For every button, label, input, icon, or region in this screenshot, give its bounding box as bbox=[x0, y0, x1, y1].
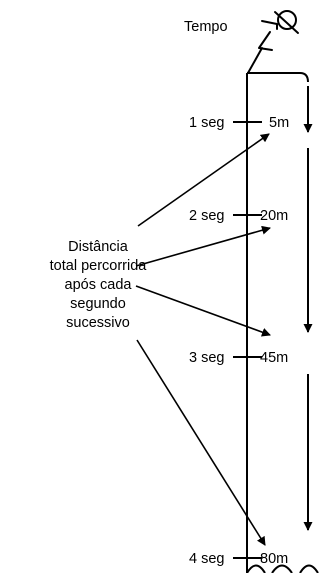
distance-label-3: 45m bbox=[260, 350, 288, 366]
annotation-line-4: segundo bbox=[70, 296, 126, 312]
time-label-1: 1 seg bbox=[189, 115, 224, 131]
annotation-line-2: total percorrida bbox=[50, 258, 148, 274]
distance-label-1: 5m bbox=[269, 115, 289, 131]
cliff-outline bbox=[246, 72, 309, 573]
time-label-3: 3 seg bbox=[189, 350, 224, 366]
distance-label-4: 80m bbox=[260, 551, 288, 567]
distance-label-2: 20m bbox=[260, 208, 288, 224]
annotation-line-5: sucessivo bbox=[66, 315, 130, 331]
pointer-arrow-3 bbox=[135, 285, 271, 337]
annotation-text: Distância total percorrida após cada seg… bbox=[50, 239, 148, 331]
title-label: Tempo bbox=[184, 19, 228, 35]
pointer-arrow-4 bbox=[136, 339, 266, 546]
annotation-line-3: após cada bbox=[65, 277, 133, 293]
time-label-2: 2 seg bbox=[189, 208, 224, 224]
annotation-line-1: Distância bbox=[68, 239, 129, 255]
water-waves-icon bbox=[246, 564, 319, 573]
time-label-4: 4 seg bbox=[189, 551, 224, 567]
diver-icon bbox=[247, 10, 299, 74]
pointer-arrow-2 bbox=[135, 225, 271, 267]
pointer-arrow-1 bbox=[137, 133, 270, 227]
